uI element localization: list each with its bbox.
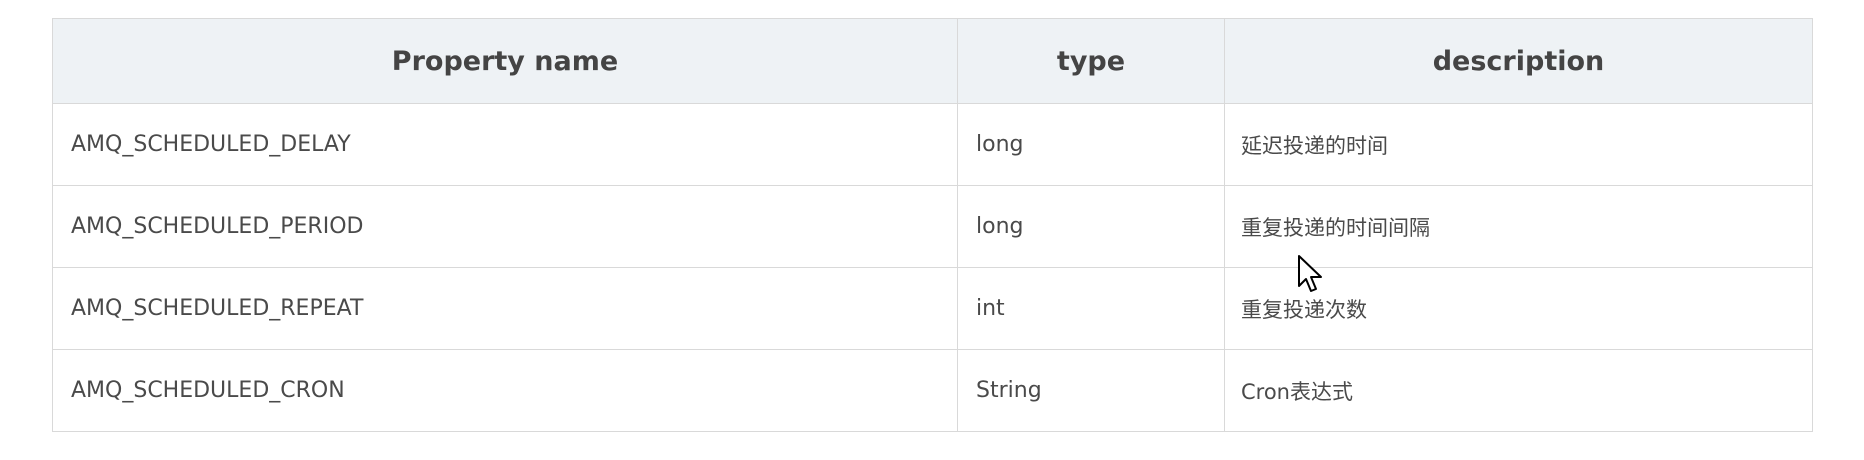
table-row: AMQ_SCHEDULED_DELAY long 延迟投递的时间 (52, 103, 1813, 186)
table-row: AMQ_SCHEDULED_PERIOD long 重复投递的时间间隔 (52, 185, 1813, 268)
cell-type: int (957, 267, 1225, 350)
properties-table-container: Property name type description AMQ_SCHED… (52, 18, 1813, 432)
cell-property-name: AMQ_SCHEDULED_CRON (52, 349, 958, 432)
cell-property-name: AMQ_SCHEDULED_REPEAT (52, 267, 958, 350)
cell-property-name: AMQ_SCHEDULED_DELAY (52, 103, 958, 186)
header-row: Property name type description (52, 18, 1813, 104)
column-header-type: type (957, 18, 1225, 104)
cell-property-name: AMQ_SCHEDULED_PERIOD (52, 185, 958, 268)
cell-description: 延迟投递的时间 (1224, 103, 1813, 186)
cell-description: 重复投递次数 (1224, 267, 1813, 350)
table-row: AMQ_SCHEDULED_REPEAT int 重复投递次数 (52, 267, 1813, 350)
cell-type: long (957, 185, 1225, 268)
column-header-description: description (1224, 18, 1813, 104)
cell-description: 重复投递的时间间隔 (1224, 185, 1813, 268)
table-row: AMQ_SCHEDULED_CRON String Cron表达式 (52, 349, 1813, 432)
properties-table: Property name type description AMQ_SCHED… (52, 18, 1813, 432)
cell-description: Cron表达式 (1224, 349, 1813, 432)
cell-type: long (957, 103, 1225, 186)
table-header: Property name type description (52, 18, 1813, 104)
table-body: AMQ_SCHEDULED_DELAY long 延迟投递的时间 AMQ_SCH… (52, 103, 1813, 432)
cell-type: String (957, 349, 1225, 432)
column-header-property-name: Property name (52, 18, 958, 104)
